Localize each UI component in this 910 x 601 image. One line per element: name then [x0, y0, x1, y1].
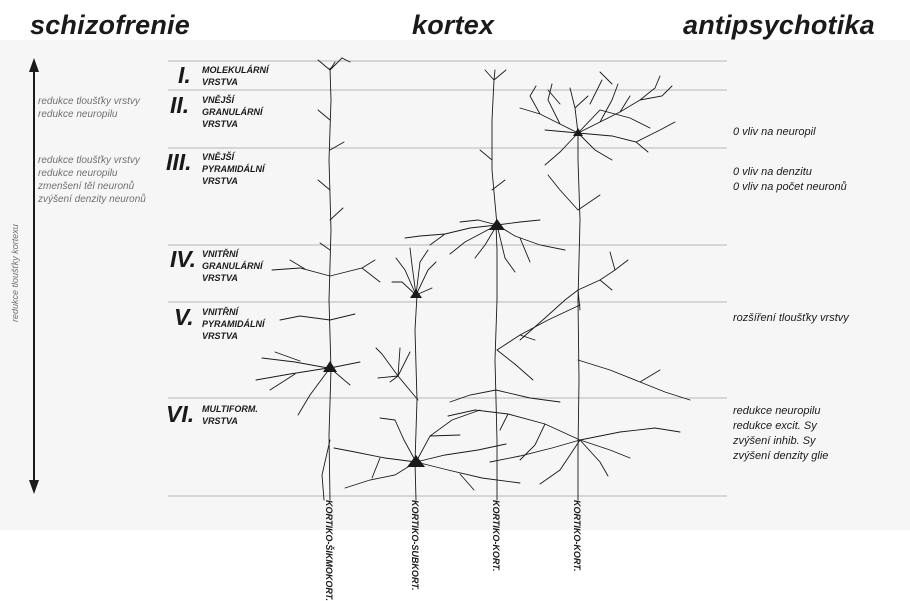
soma-cortico-oblique	[323, 361, 337, 372]
neuron-label-cortico-cortical-a: KORTIKO-KORT.	[491, 500, 501, 572]
neuron-cortico-cortical-b	[448, 72, 690, 500]
layer-name-line: GRANULÁRNÍ	[202, 260, 297, 272]
layer-name-line: MOLEKULÁRNÍ	[202, 64, 297, 76]
antipsychotic-note-line: zvýšení inhib. Sy	[733, 434, 893, 449]
soma-group	[323, 128, 583, 467]
layer-name-line: VRSTVA	[202, 330, 297, 342]
layer-name-line: VRSTVA	[202, 175, 297, 187]
schizophrenia-note-line: zmenšení těl neuronů	[38, 180, 178, 193]
neuron-label-cortico-cortical-b: KORTIKO-KORT.	[572, 500, 582, 572]
thickness-axis-arrow	[29, 58, 39, 494]
schizophrenia-note-line: zvýšení denzity neuronů	[38, 193, 178, 206]
layer-name-line: VRSTVA	[202, 415, 297, 427]
layer-name-line: GRANULÁRNÍ	[202, 106, 297, 118]
schizophrenia-note-line: redukce tloušťky vrstvy	[38, 95, 178, 108]
layer-name-line: VRSTVA	[202, 272, 297, 284]
antipsychotic-note-line: 0 vliv na počet neuronů	[733, 180, 893, 195]
layer-name-line: MULTIFORM.	[202, 403, 297, 415]
layer-numeral: VI.	[166, 401, 194, 428]
antipsychotic-note-line: rozšíření tloušťky vrstvy	[733, 311, 893, 326]
antipsychotic-note-line: 0 vliv na denzitu	[733, 165, 893, 180]
layer-name-line: VRSTVA	[202, 76, 297, 88]
schizophrenia-note-line: redukce neuropilu	[38, 108, 178, 121]
layer-numeral: V.	[174, 304, 194, 331]
layer-name-line: VRSTVA	[202, 118, 297, 130]
layer-name-line: VNITŘNÍ	[202, 306, 297, 318]
neuron-cortico-subcortical	[334, 248, 520, 500]
layer-name: MULTIFORM.VRSTVA	[202, 403, 297, 427]
antipsychotic-note-line: redukce excit. Sy	[733, 419, 893, 434]
layer-name-line: VNITŘNÍ	[202, 248, 297, 260]
antipsychotic-note: 0 vliv na neuropil	[733, 125, 893, 140]
schizophrenia-note-line: redukce neuropilu	[38, 167, 178, 180]
antipsychotic-note: rozšíření tloušťky vrstvy	[733, 311, 893, 326]
layer-numeral: I.	[178, 62, 191, 89]
antipsychotic-note-line: 0 vliv na neuropil	[733, 125, 893, 140]
layer-numeral: IV.	[170, 246, 196, 273]
layer-name-line: PYRAMIDÁLNÍ	[202, 163, 297, 175]
layer-name-line: VNĚJŠÍ	[202, 151, 297, 163]
neuron-label-cortico-subcortical: KORTIKO-SUBKORT.	[410, 500, 420, 591]
antipsychotic-note-line: zvýšení denzity glie	[733, 449, 893, 464]
axis-label-thickness: redukce tloušťky kortexu	[10, 224, 20, 322]
neuron-label-cortico-oblique: KORTIKO-ŠIKMOKORT.	[324, 500, 334, 601]
layer-name-line: PYRAMIDÁLNÍ	[202, 318, 297, 330]
antipsychotic-note-line: redukce neuropilu	[733, 404, 893, 419]
schizophrenia-note-line: redukce tloušťky vrstvy	[38, 154, 178, 167]
layer-name-line: VNĚJŠÍ	[202, 94, 297, 106]
